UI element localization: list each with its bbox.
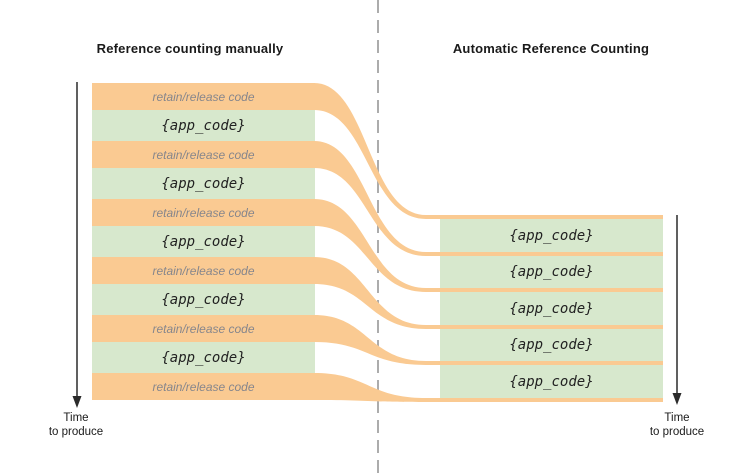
left-time-arrow (72, 82, 82, 408)
app-code-bar: {app_code} (440, 329, 663, 361)
app-code-label: {app_code} (161, 117, 246, 134)
retain-release-label: retain/release code (152, 89, 255, 104)
app-code-bar: {app_code} (92, 226, 315, 257)
down-arrowhead-icon (672, 393, 682, 405)
retain-release-bar: retain/release code (92, 257, 315, 284)
right-time-label: Time to produce (622, 411, 732, 439)
app-code-label: {app_code} (161, 291, 246, 308)
app-code-label: {app_code} (161, 175, 246, 192)
app-code-bar: {app_code} (440, 219, 663, 252)
retain-release-bar: retain/release code (92, 373, 315, 400)
retain-release-bar: retain/release code (92, 315, 315, 342)
right-time-arrow (672, 215, 682, 405)
time-label-line1: Time (63, 412, 89, 424)
flow-ribbon (314, 373, 663, 402)
app-code-label: {app_code} (509, 227, 594, 244)
app-code-label: {app_code} (509, 373, 594, 390)
retain-release-label: retain/release code (152, 379, 255, 394)
time-label-line2: to produce (649, 426, 705, 438)
app-code-bar: {app_code} (440, 365, 663, 398)
right-column-title: Automatic Reference Counting (452, 41, 650, 56)
app-code-label: {app_code} (509, 337, 594, 353)
left-time-label: Time to produce (21, 411, 131, 439)
retain-release-bar: retain/release code (92, 83, 315, 110)
retain-release-label: retain/release code (152, 147, 255, 162)
app-code-label: {app_code} (509, 264, 594, 280)
down-arrowhead-icon (72, 396, 82, 408)
app-code-bar: {app_code} (92, 168, 315, 199)
flow-ribbons (314, 83, 663, 402)
app-code-label: {app_code} (161, 349, 246, 366)
app-code-bar: {app_code} (92, 284, 315, 315)
app-code-bar: {app_code} (440, 256, 663, 288)
app-code-bar: {app_code} (440, 292, 663, 325)
retain-release-bar: retain/release code (92, 141, 315, 168)
app-code-label: {app_code} (509, 300, 594, 317)
app-code-label: {app_code} (161, 233, 246, 250)
retain-release-bar: retain/release code (92, 199, 315, 226)
retain-release-label: retain/release code (152, 205, 255, 220)
left-column-title: Reference counting manually (96, 41, 284, 56)
time-label-line1: Time (664, 412, 690, 424)
app-code-bar: {app_code} (92, 342, 315, 373)
retain-release-label: retain/release code (152, 321, 255, 336)
time-label-line2: to produce (48, 426, 104, 438)
app-code-bar: {app_code} (92, 110, 315, 141)
retain-release-label: retain/release code (152, 263, 255, 278)
